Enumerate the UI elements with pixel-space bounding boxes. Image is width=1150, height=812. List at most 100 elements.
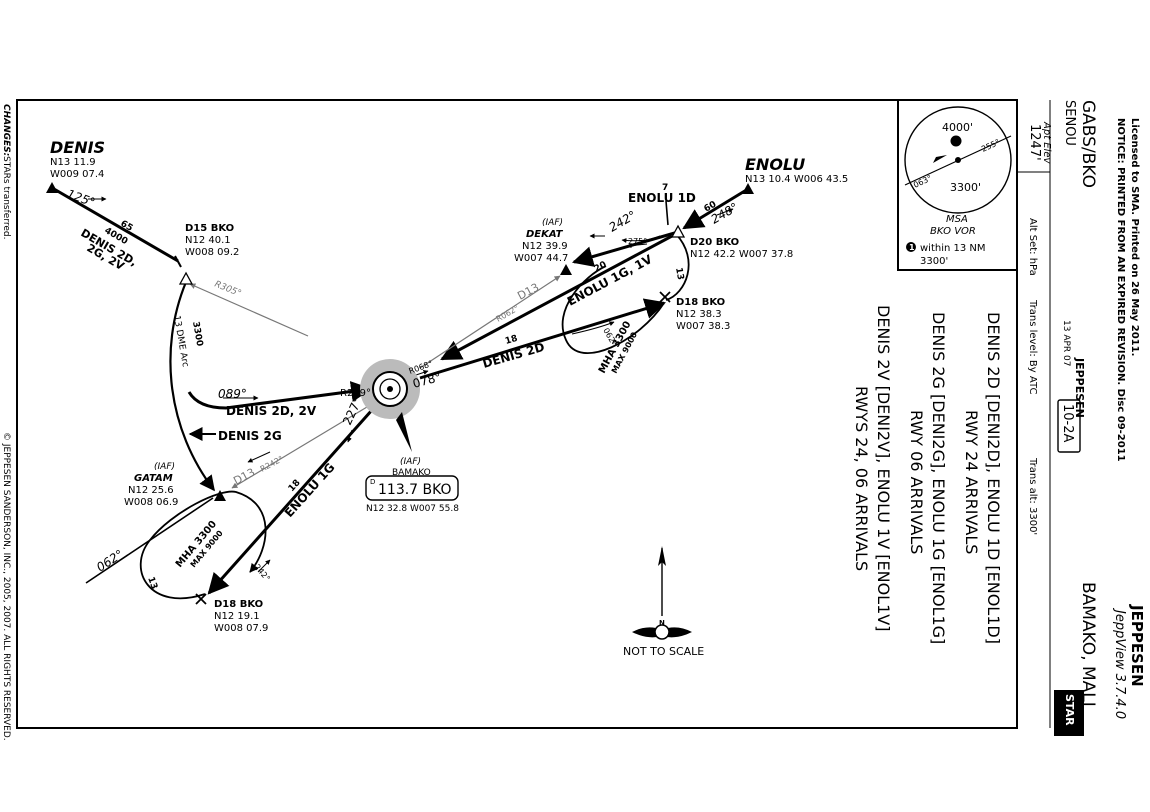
d18-west-cross-icon bbox=[195, 593, 207, 605]
msa-alt-south: 3300' bbox=[950, 181, 981, 194]
lbl-arc-alt: 3300 bbox=[190, 321, 204, 347]
route-denis-d15 bbox=[53, 187, 179, 263]
svg-text:N: N bbox=[659, 619, 665, 627]
fix-labels: DENIS N13 11.9 W009 07.4 ENOLU N13 10.4 … bbox=[50, 138, 848, 634]
not-to-scale: NOT TO SCALE bbox=[623, 645, 704, 658]
gatam-lat: N12 25.6 bbox=[128, 485, 174, 496]
chart-type: STAR bbox=[1063, 694, 1076, 726]
d15-lat: N12 40.1 bbox=[185, 235, 231, 246]
dekat-name: DEKAT bbox=[526, 229, 564, 240]
lbl-13-e: 13 bbox=[673, 267, 685, 281]
lbl-242-e: 242° bbox=[607, 208, 639, 235]
msa-note-alt: 3300' bbox=[920, 256, 948, 267]
denis-waypoint-icon bbox=[46, 182, 58, 193]
notice-line: NOTICE: PRINTED FROM AN EXPIRED REVISION… bbox=[1115, 118, 1126, 462]
d18w-lon: W008 07.9 bbox=[214, 623, 268, 634]
enolu-coords: N13 10.4 W006 43.5 bbox=[745, 174, 848, 185]
d18e-lon: W007 38.3 bbox=[676, 321, 730, 332]
lbl-d13-w: D13 bbox=[231, 466, 257, 488]
msa-bearing-2: 255° bbox=[980, 138, 1001, 154]
gatam-tag: (IAF) bbox=[154, 462, 175, 472]
lbl-242-w: 242° bbox=[252, 563, 271, 584]
msa-title: MSA bbox=[946, 214, 968, 225]
msa-bearing-1: 063° bbox=[912, 174, 933, 190]
left-footer: CHANGES: STARs transferred. © JEPPESEN S… bbox=[1, 104, 11, 741]
title-line-5: DENIS 2V [DENI2V], ENOLU 1V [ENOL1V] bbox=[874, 305, 893, 631]
gatam-lon: W008 06.9 bbox=[124, 497, 178, 508]
lbl-denis-2g: DENIS 2G bbox=[218, 429, 282, 443]
city: BAMAKO, MALI bbox=[1078, 582, 1098, 707]
msa-note-num-icon bbox=[950, 135, 962, 147]
title-line-6: RWYS 24, 06 ARRIVALS bbox=[852, 386, 871, 571]
msa-note-within: within 13 NM bbox=[920, 243, 986, 254]
navaid-name: BAMAKO bbox=[392, 468, 431, 478]
navaid-freq: 113.7 BKO bbox=[378, 482, 452, 498]
route-enolu-1d bbox=[571, 230, 679, 267]
denis-name: DENIS bbox=[50, 138, 105, 157]
changes-text: STARs transferred. bbox=[1, 156, 11, 239]
vor-pointer-icon bbox=[396, 412, 412, 452]
chart-number-box bbox=[1057, 399, 1081, 453]
dekat-lon: W007 44.7 bbox=[514, 253, 568, 264]
d18e-name: D18 BKO bbox=[676, 297, 725, 308]
chart-date: 13 APR 07 bbox=[1061, 320, 1071, 366]
title-block: DENIS 2D [DENI2D], ENOLU 1D [ENOL1D] RWY… bbox=[852, 305, 1003, 644]
dekat-tag: (IAF) bbox=[542, 218, 563, 228]
trans-level: Trans level: By ATC bbox=[1027, 299, 1038, 394]
denis-lon: W009 07.4 bbox=[50, 169, 104, 180]
jeppesen-logo-text: JEPPESEN bbox=[1073, 357, 1086, 418]
route-denis-2d-2v bbox=[187, 381, 373, 410]
changes-label: CHANGES: bbox=[1, 104, 11, 156]
holding-west bbox=[139, 490, 267, 600]
radial-305 bbox=[189, 283, 309, 337]
msa-alt-north: 4000' bbox=[942, 121, 973, 134]
lbl-enolu-1d: ENOLU 1D bbox=[628, 191, 696, 205]
navaid-coords: N12 32.8 W007 55.8 bbox=[366, 504, 459, 514]
d18-east-cross-icon bbox=[659, 291, 671, 303]
routes bbox=[53, 187, 749, 600]
apt-elev-label: Apt Elev bbox=[1041, 121, 1052, 165]
airport-ident: GABS/BKO bbox=[1078, 100, 1098, 188]
brand: JEPPESEN bbox=[1128, 604, 1146, 687]
holding-east bbox=[561, 233, 690, 354]
lbl-275: 275° bbox=[628, 237, 647, 246]
radial-062 bbox=[419, 275, 561, 369]
route-062-inbound bbox=[85, 497, 214, 584]
north-arrow: N NOT TO SCALE bbox=[623, 546, 704, 658]
jeppview-version: JeppView 3.7.4.0 bbox=[1112, 607, 1127, 719]
d18e-lat: N12 38.3 bbox=[676, 309, 722, 320]
d20-coords: N12 42.2 W007 37.8 bbox=[690, 249, 793, 260]
lbl-denis-2d-dist: 18 bbox=[504, 334, 519, 347]
north-arrow-icon bbox=[658, 546, 666, 566]
apt-elev-value: 1247' bbox=[1027, 124, 1042, 161]
lbl-denis-2d-2v: DENIS 2D, 2V bbox=[226, 404, 317, 418]
d20-name: D20 BKO bbox=[690, 237, 739, 248]
d15-waypoint-icon bbox=[178, 271, 194, 285]
route-enolu-1g bbox=[207, 409, 374, 595]
route-enolu-1g-1v bbox=[440, 234, 673, 361]
gatam-name: GATAM bbox=[134, 473, 173, 484]
fix-symbols bbox=[46, 182, 754, 605]
navaid-tag: (IAF) bbox=[400, 457, 421, 467]
enolu-name: ENOLU bbox=[745, 155, 805, 174]
d15-lon: W008 09.2 bbox=[185, 247, 239, 258]
lbl-d13-e: D13 bbox=[515, 281, 541, 303]
msa-circle bbox=[904, 106, 1012, 214]
d18w-name: D18 BKO bbox=[214, 599, 263, 610]
navaid-d-mark: D bbox=[370, 478, 375, 486]
radial-242 bbox=[231, 403, 373, 489]
title-line-2: RWY 24 ARRIVALS bbox=[962, 410, 981, 554]
alt-set: Alt Set: hPa bbox=[1027, 218, 1038, 276]
chart-number: 10-2A bbox=[1060, 404, 1075, 443]
license-line: Licensed to SMA. Printed on 26 May 2011. bbox=[1129, 118, 1140, 356]
route-denis-2d bbox=[419, 298, 667, 380]
lbl-r242: R242° bbox=[259, 454, 285, 474]
navaid-box bbox=[365, 475, 459, 501]
msa-subtitle: BKO VOR bbox=[930, 226, 976, 237]
star-badge bbox=[1054, 690, 1084, 736]
lbl-denis-dist: 65 bbox=[119, 219, 135, 234]
trans-alt: Trans alt: 3300' bbox=[1027, 457, 1038, 535]
d18w-lat: N12 19.1 bbox=[214, 611, 260, 622]
route-enolu-d20 bbox=[682, 187, 749, 230]
